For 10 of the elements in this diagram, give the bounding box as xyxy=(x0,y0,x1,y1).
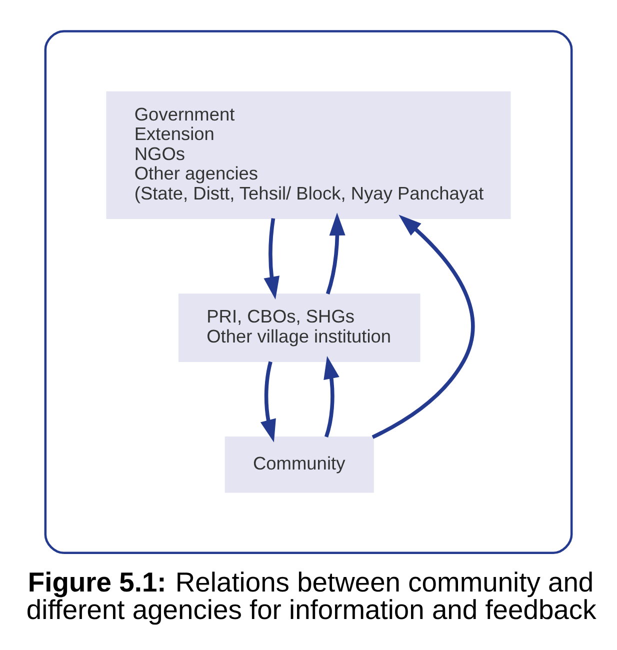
arrow xyxy=(372,214,475,438)
node-box: Government Extension NGOs Other agencies (State, Distt, Tehsil/ Block, Nyay Panchayat xyxy=(106,90,511,219)
node-box: PRI, CBOs, SHGs Other village institution xyxy=(178,293,420,362)
arrow xyxy=(264,218,280,300)
arrow xyxy=(324,356,340,437)
cluster xyxy=(44,30,573,554)
arrow xyxy=(326,212,346,294)
caption: Figure 5.1: Relations between community and different agencies for information and feedback xyxy=(26,566,596,624)
arrow xyxy=(260,360,276,442)
node-box: Community xyxy=(224,436,374,492)
